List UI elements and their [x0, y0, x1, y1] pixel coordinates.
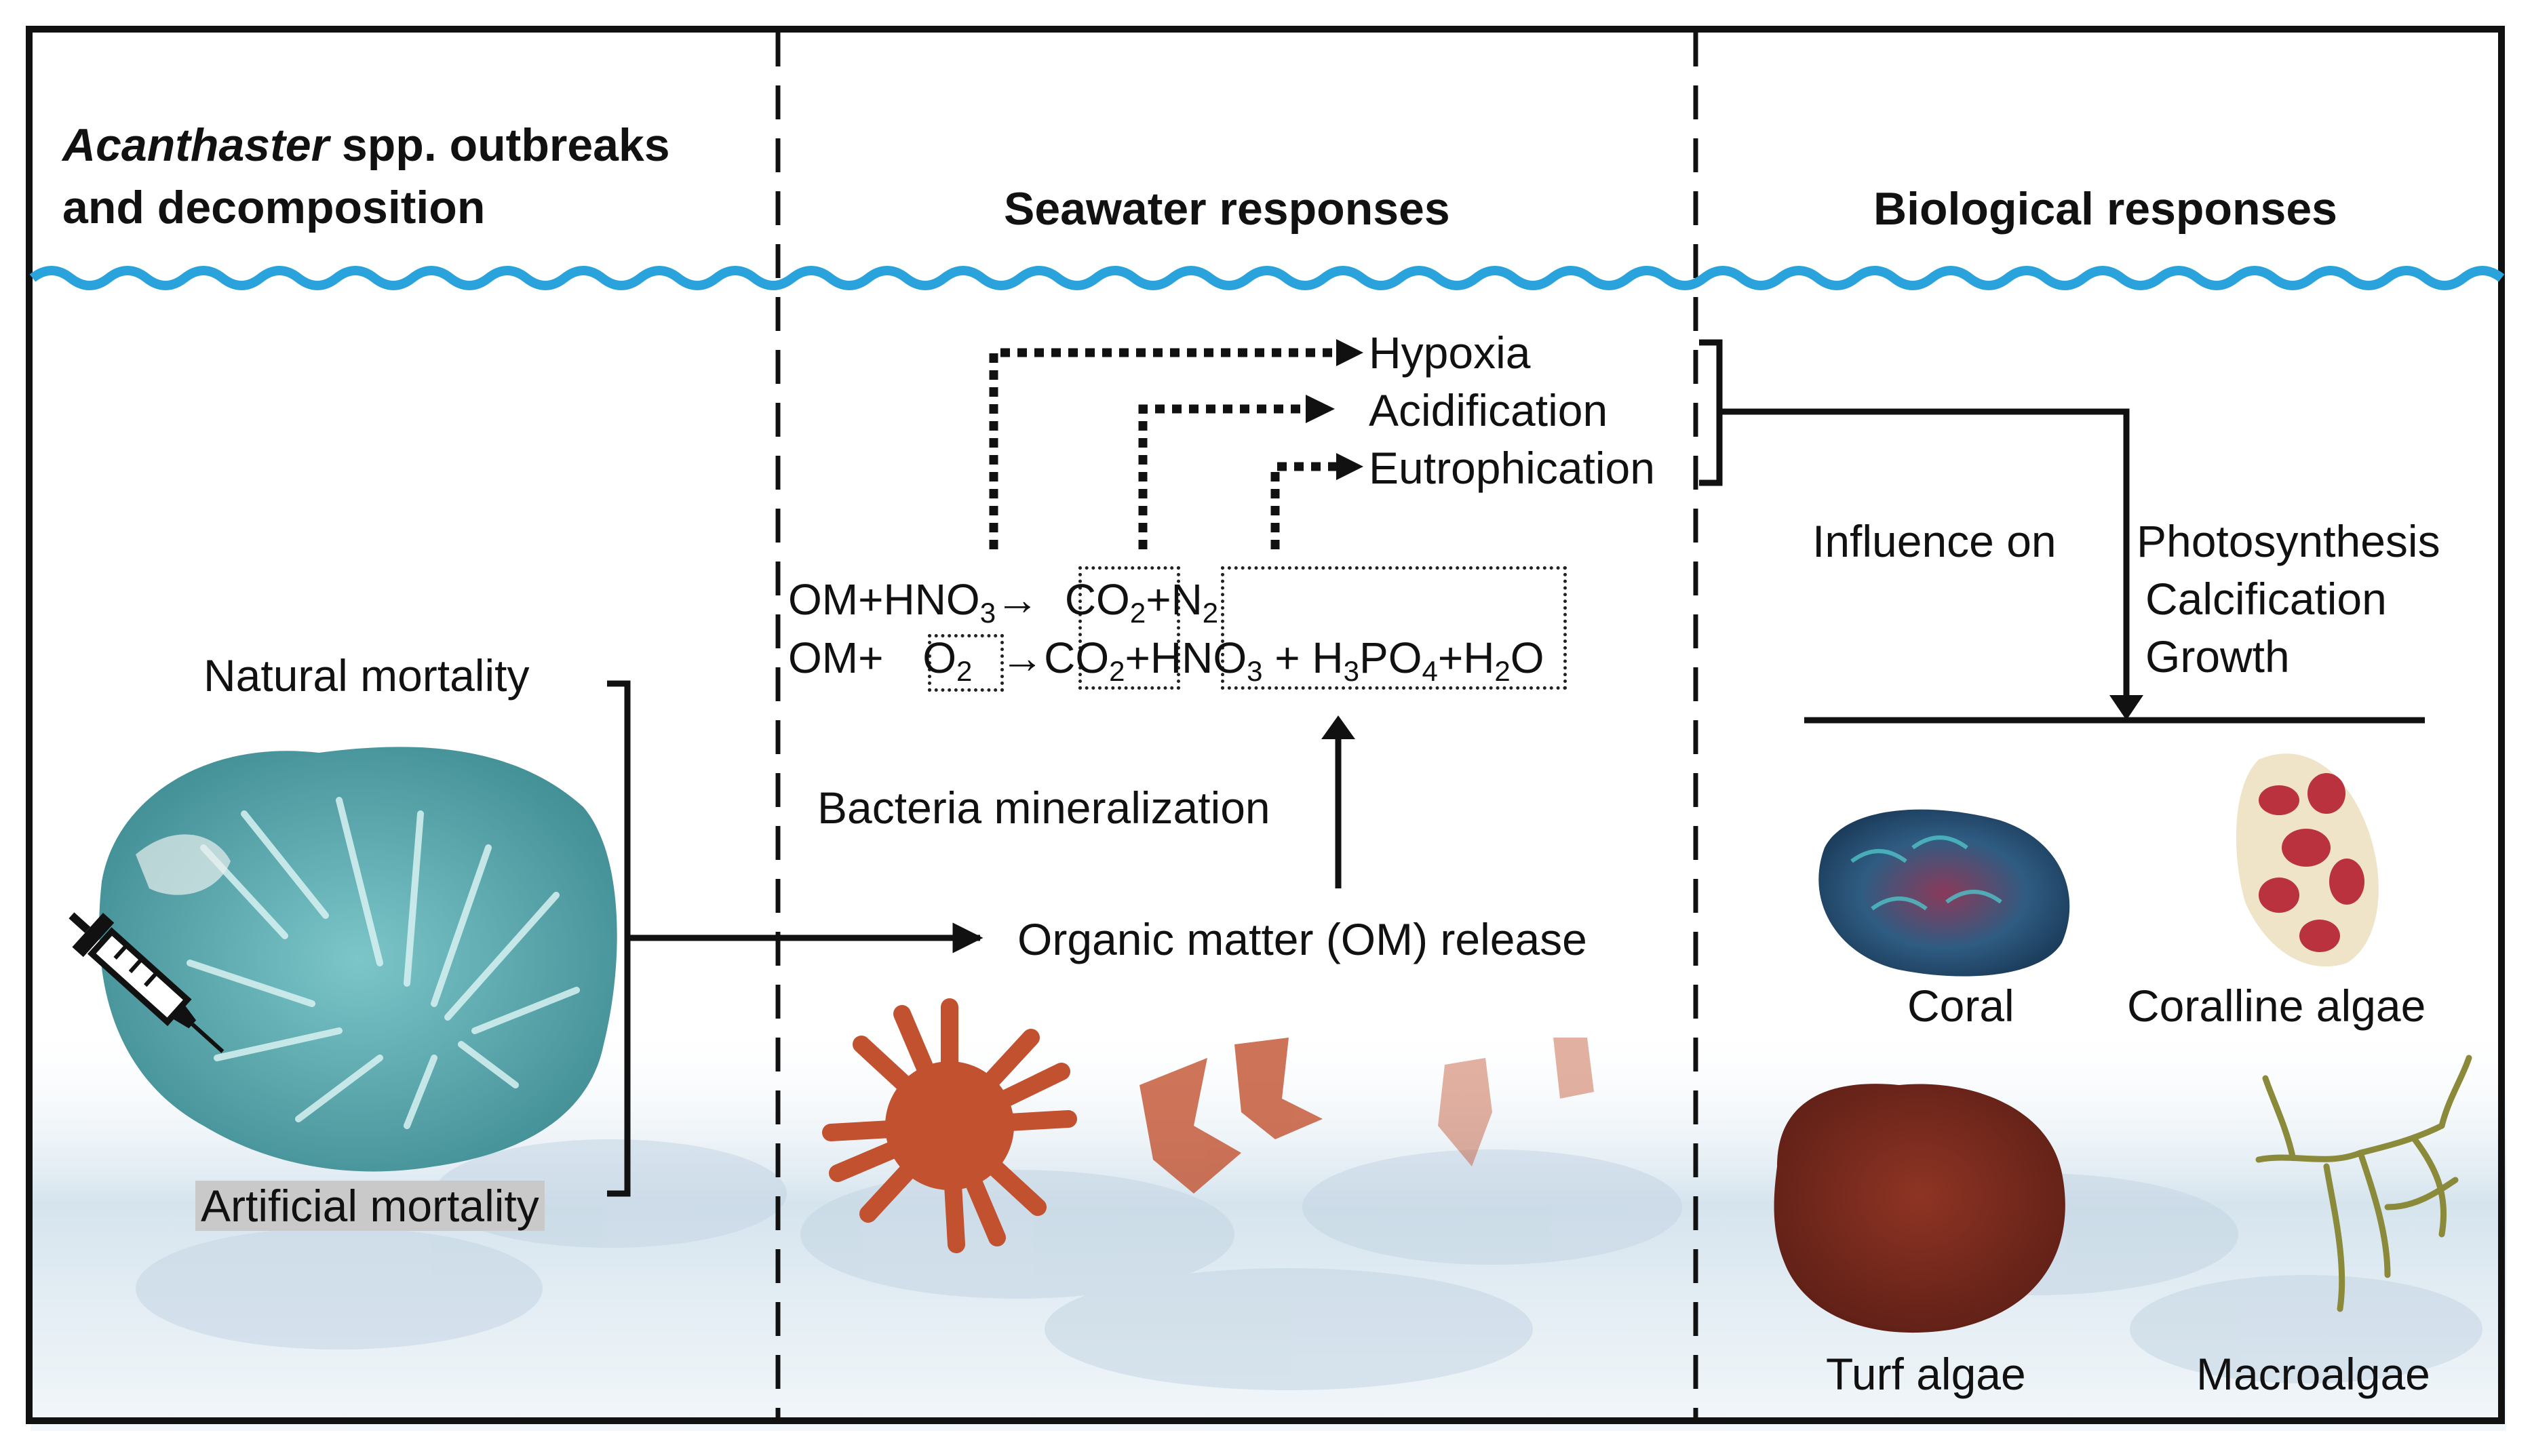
box-n2-products [1221, 566, 1567, 690]
eq2-co: CO [1044, 633, 1110, 682]
sea-surface-wave [29, 266, 2505, 290]
arrow-o2-to-hypoxia [989, 348, 1340, 549]
organism-turf-algae-label: Turf algae [1826, 1349, 2026, 1399]
artificial-mortality-text: Artificial mortality [195, 1181, 545, 1231]
decomposing-starfish-image [822, 998, 1594, 1253]
arrowhead-mineralization [1321, 715, 1355, 739]
eq2-po: PO [1359, 633, 1422, 682]
box-o2 [928, 634, 1004, 692]
outcome-acidification: Acidification [1369, 385, 1608, 435]
eq2-plus-h2: +H [1437, 633, 1495, 682]
natural-mortality-label: Natural mortality [203, 650, 530, 701]
eq1-plus: + [1146, 575, 1171, 624]
organism-coral-label: Coral [1907, 981, 2014, 1031]
arrow-n-to-eutrophication [1270, 462, 1340, 549]
middle-column-heading: Seawater responses [1004, 183, 1450, 235]
eq1-om-hno: OM+HNO [788, 575, 980, 624]
outcomes-bracket [1699, 339, 1723, 486]
eq2-o: O [922, 633, 957, 682]
effect-growth: Growth [2145, 631, 2290, 682]
eq2-hno-sub: 3 [1247, 655, 1263, 687]
coral-image [1818, 809, 2070, 977]
eq1-n: N [1171, 575, 1203, 624]
box-co2-top [1078, 566, 1180, 690]
outcome-hypoxia: Hypoxia [1369, 328, 1531, 378]
right-column-heading: Biological responses [1873, 183, 2337, 235]
eq2-h-sub: 3 [1343, 655, 1359, 687]
macroalgae-image [2255, 1055, 2472, 1312]
turf-algae-image [1774, 1084, 2065, 1333]
arrowhead-hypoxia [1336, 339, 1363, 366]
arrow-to-biological-responses [1719, 408, 2130, 702]
eq2-h2-sub: 2 [1494, 655, 1511, 687]
eq1-co-sub: 2 [1129, 597, 1146, 629]
arrowhead-eutrophication [1336, 453, 1363, 480]
effect-photosynthesis: Photosynthesis [2137, 516, 2440, 566]
left-column-heading-line2: and decomposition [62, 182, 486, 233]
eq2-po-sub: 4 [1422, 655, 1438, 687]
om-release-label: Organic matter (OM) release [1017, 914, 1587, 964]
eq1-sub3: 3 [979, 597, 996, 629]
eq2-plus: + [1125, 633, 1150, 682]
eq2-plus-h: + H [1262, 633, 1344, 682]
heading-rest: spp. outbreaks [329, 119, 670, 171]
bacteria-mineralization-label: Bacteria mineralization [817, 783, 1270, 833]
equation-aerobic: OM+ O2 →CO2+HNO3 + H3PO4+H2O [788, 633, 1544, 686]
arrowhead-biological [2109, 695, 2143, 720]
arrowhead-acidification [1306, 395, 1335, 423]
eq1-n-sub: 2 [1202, 597, 1219, 629]
outcome-eutrophication: Eutrophication [1369, 443, 1655, 493]
eq1-arrow: → [996, 575, 1040, 624]
eq2-hno: HNO [1150, 633, 1247, 682]
effect-calcification: Calcification [2145, 574, 2387, 624]
heading-genus-italic: Acanthaster [62, 119, 330, 171]
eq2-o-sub: 2 [956, 655, 973, 687]
coralline-algae-image [2236, 753, 2379, 967]
eq2-o-end: O [1510, 633, 1544, 682]
eq2-arrow: → [1000, 633, 1045, 682]
syringe-icon [69, 912, 225, 1053]
eq1-co: CO [1064, 575, 1130, 624]
left-column-heading: Acanthaster spp. outbreaks [62, 122, 670, 168]
equation-denitrification: OM+HNO3→ CO2+N2 [788, 575, 1218, 627]
outer-frame [26, 26, 2505, 1424]
organism-coralline-algae-label: Coralline algae [2127, 981, 2426, 1031]
artificial-mortality-label: Artificial mortality [195, 1181, 545, 1231]
influence-on-label: Influence on [1812, 516, 2057, 566]
crown-of-thorns-image [99, 747, 617, 1172]
eq2-co-sub: 2 [1109, 655, 1125, 687]
eq2-om: OM+ [788, 633, 884, 682]
seafloor-rocks [136, 1139, 2482, 1390]
organism-macroalgae-label: Macroalgae [2196, 1349, 2430, 1399]
arrow-co2-to-acidification [1138, 404, 1309, 549]
